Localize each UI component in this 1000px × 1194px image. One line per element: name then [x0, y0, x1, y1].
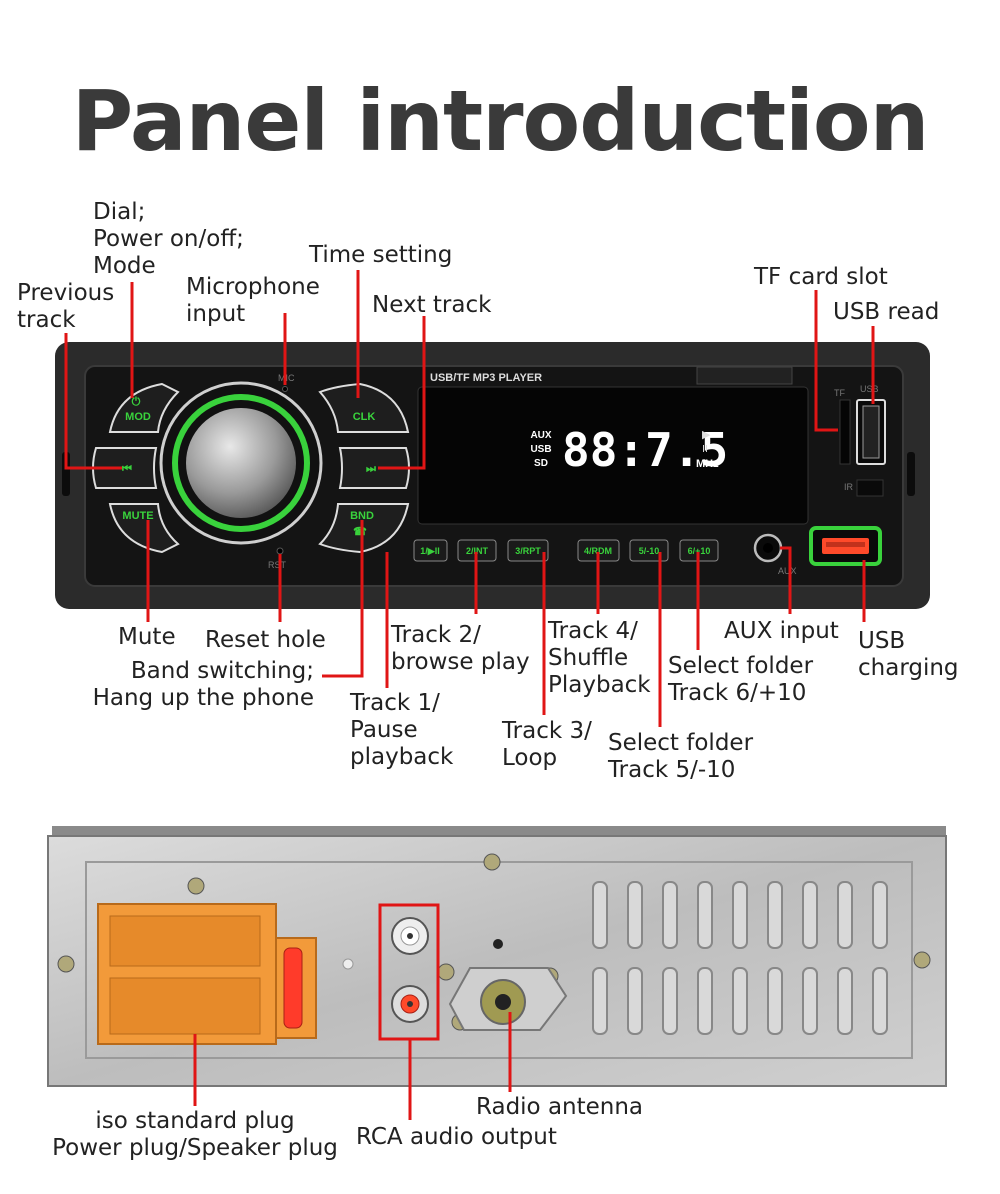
key-3[interactable]	[507, 539, 549, 562]
label-usb-charging: USB charging	[858, 628, 959, 681]
label-track-1: Track 1/ Pause playback	[350, 690, 454, 770]
lcd-frequency: 88:7.5	[562, 423, 728, 477]
label-previous-track: Previous track	[17, 280, 115, 333]
label-radio-antenna: Radio antenna	[476, 1094, 644, 1120]
label-reset-hole: Reset hole	[205, 627, 326, 653]
tf-card-slot[interactable]	[839, 399, 851, 465]
label-band-switching: Band switching; Hang up the phone	[92, 658, 314, 711]
label-usb-read: USB read	[833, 299, 940, 325]
power-icon: ⏻	[132, 395, 141, 408]
prev-button[interactable]	[92, 447, 158, 489]
usb-read-port-label: USB	[860, 384, 879, 394]
screw	[57, 955, 75, 973]
label-track-2: Track 2/ browse play	[391, 622, 530, 675]
iso-plug	[97, 903, 317, 1045]
screw	[483, 853, 501, 871]
pause-icon: II	[702, 444, 708, 455]
label-rca-output: RCA audio output	[356, 1124, 557, 1150]
clk-button-label: CLK	[353, 411, 376, 423]
mute-button-label: MUTE	[122, 510, 153, 522]
lcd-unit: MHz	[696, 458, 719, 470]
label-folder-6: Select folder Track 6/+10	[668, 653, 814, 706]
phone-icon: ☎	[353, 526, 367, 538]
label-tf-card-slot: TF card slot	[754, 264, 888, 290]
lcd-source-usb: USB	[530, 444, 551, 455]
label-next-track: Next track	[372, 292, 492, 318]
label-folder-5: Select folder Track 5/-10	[608, 730, 754, 783]
mod-button-label: MOD	[125, 411, 151, 423]
screw	[437, 963, 455, 981]
rst-label: RST	[268, 560, 287, 570]
ir-sensor	[856, 479, 884, 497]
next-icon: ⏭	[366, 463, 376, 475]
rear-panel	[47, 826, 947, 1087]
key-5-label: 5/-10	[639, 546, 660, 556]
key-6-label: 6/+10	[688, 546, 711, 556]
knob-green-ring	[172, 394, 310, 532]
vent-slots	[592, 881, 888, 1035]
bnd-button-label: BND	[350, 510, 374, 522]
front-panel: MOD ⏻ ⏮ MUTE MIC RST CLK ⏭ BND ☎ USB/TF …	[55, 342, 930, 609]
play-icon: ▶	[702, 428, 711, 441]
lcd-screen	[417, 386, 809, 525]
mic-hole	[282, 386, 288, 392]
front-slot	[696, 366, 793, 385]
label-aux-input: AUX input	[724, 618, 839, 644]
key-2-label: 2/INT	[466, 546, 489, 556]
lcd-source-aux: AUX	[530, 430, 551, 441]
ir-label: IR	[844, 482, 854, 492]
bnd-button[interactable]	[318, 503, 410, 554]
label-track-4: Track 4/ Shuffle Playback	[548, 618, 651, 698]
screw	[913, 951, 931, 969]
key-1-label: 1/▶II	[420, 546, 439, 556]
label-dial: Dial; Power on/off; Mode	[93, 199, 244, 279]
rear-callouts	[193, 1012, 512, 1120]
key-1[interactable]	[413, 539, 448, 562]
aux-port-label: AUX	[778, 566, 797, 576]
reset-hole[interactable]	[276, 547, 284, 555]
volume-knob[interactable]	[186, 408, 296, 518]
mute-button[interactable]	[108, 503, 180, 554]
side-clip-right	[907, 452, 915, 496]
key-3-label: 3/RPT	[515, 546, 541, 556]
screw	[342, 958, 354, 970]
label-microphone: Microphone input	[186, 274, 320, 327]
screw	[493, 939, 503, 949]
tf-label: TF	[834, 388, 845, 398]
prev-icon: ⏮	[122, 463, 132, 475]
lcd-source-sd: SD	[534, 458, 548, 469]
mod-button[interactable]	[108, 382, 180, 433]
page-title: Panel introduction	[71, 72, 930, 170]
label-time-setting: Time setting	[309, 242, 453, 268]
player-header: USB/TF MP3 PLAYER	[430, 372, 542, 384]
front-callouts	[64, 270, 875, 727]
label-track-3: Track 3/ Loop	[502, 718, 592, 771]
label-iso-plug: iso standard plug Power plug/Speaker plu…	[52, 1108, 338, 1161]
label-mute: Mute	[118, 624, 176, 650]
screw	[187, 877, 205, 895]
clk-button[interactable]	[318, 382, 410, 433]
side-clip-left	[62, 452, 70, 496]
key-4-label: 4/RDM	[584, 546, 612, 556]
next-button[interactable]	[338, 447, 410, 489]
